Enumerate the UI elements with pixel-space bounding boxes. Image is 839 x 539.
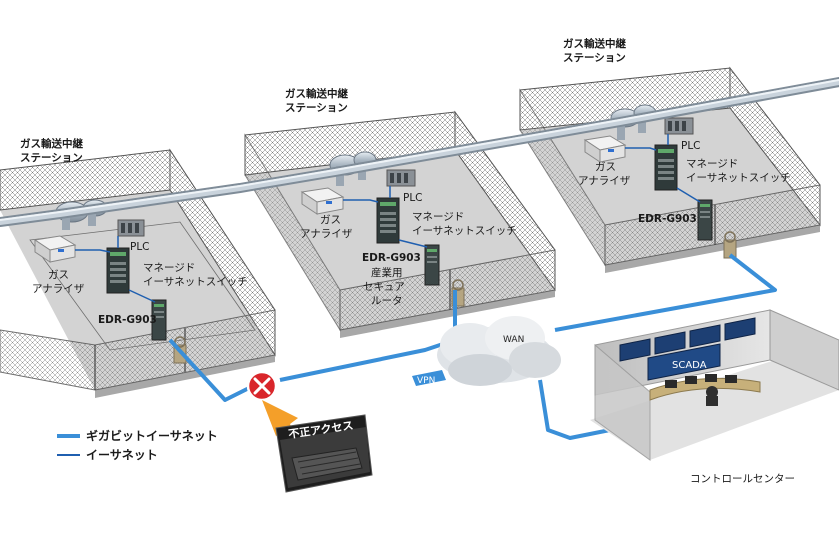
- control-center-left-wall: [594, 343, 651, 461]
- blocked-access-marker: [246, 370, 278, 402]
- wan-label: WAN: [503, 335, 524, 345]
- station-3-link-router: [676, 187, 701, 203]
- station-2-analyzer-line1: ガス: [320, 214, 341, 226]
- station-2-link-router: [398, 239, 428, 248]
- station-3-analyzer-line1: ガス: [595, 161, 616, 173]
- station-1-secure-router: [151, 299, 167, 341]
- station-2-router-line3: ルータ: [371, 295, 403, 307]
- station-1-link-analyzer: [75, 249, 111, 253]
- station-1-gas-analyzer: [33, 235, 77, 263]
- station-2-title-line2: ステーション: [285, 102, 348, 114]
- station-1-plc-label: PLC: [130, 241, 150, 253]
- legend-gigabit-label: ギガビットイーサネット: [86, 428, 218, 443]
- scada-screen-label: SCADA: [672, 360, 707, 371]
- station-2-managed-switch: [376, 197, 400, 244]
- vpn-badge: VPN: [412, 370, 446, 386]
- link-station3-to-wan: [554, 253, 777, 332]
- station-2-switch-line2: イーサネットスイッチ: [412, 225, 517, 237]
- station-1: ガス輸送中継 ステーション PLC ガス アナライザ マネージド イーサネットス…: [0, 137, 276, 398]
- station-3-analyzer-line2: アナライザ: [578, 175, 631, 187]
- station-2-link-analyzer: [343, 199, 379, 203]
- station-3-title-line2: ステーション: [563, 52, 626, 64]
- legend-ethernet-label: イーサネット: [86, 448, 158, 462]
- station-2-router-line1: 産業用: [371, 266, 403, 279]
- station-1-floor-edge: [95, 355, 275, 398]
- legend: ギガビットイーサネット イーサネット: [57, 428, 218, 462]
- station-2-fence-front: [339, 249, 556, 331]
- station-3-floor-edge: [605, 225, 820, 273]
- station-2-analyzer-line2: アナライザ: [300, 228, 353, 240]
- wan-cloud: WAN: [437, 316, 561, 386]
- control-center: SCADA コントロールセンター: [590, 309, 839, 485]
- station-2-plc: [386, 169, 416, 187]
- station-3-secure-router: [697, 199, 713, 241]
- station-1-analyzer-line2: アナライザ: [32, 283, 85, 295]
- station-2: ガス輸送中継 ステーション PLC ガス アナライザ マネージド イーサネットス…: [244, 87, 556, 338]
- station-3-managed-switch: [654, 144, 678, 191]
- vpn-label: VPN: [417, 376, 435, 386]
- control-center-floor: [590, 360, 839, 460]
- link-wan-to-control: [538, 379, 641, 440]
- control-center-right-wall: [769, 309, 839, 391]
- station-3-title-line1: ガス輸送中継: [563, 37, 626, 50]
- laptop-keyboard-icon: [291, 447, 363, 481]
- station-3-valve: [723, 231, 737, 259]
- station-3-plc: [664, 117, 694, 135]
- station-1-switch-line1: マネージド: [143, 262, 195, 274]
- station-2-plc-label: PLC: [403, 192, 423, 204]
- station-1-analyzer-line1: ガス: [48, 269, 69, 281]
- station-3-plc-label: PLC: [681, 140, 701, 152]
- station-3: ガス輸送中継 ステーション PLC ガス アナライザ マネージド イーサネットス…: [519, 37, 821, 273]
- control-center-label: コントロールセンター: [690, 473, 795, 485]
- unauthorized-access-card: 不正アクセス: [275, 414, 373, 493]
- station-1-managed-switch: [106, 247, 130, 294]
- station-2-secure-router: [424, 244, 440, 286]
- station-2-title-line1: ガス輸送中継: [285, 87, 348, 100]
- station-3-gas-analyzer: [583, 135, 627, 163]
- station-1-router-model: EDR-G903: [98, 314, 157, 326]
- station-2-router-model: EDR-G903: [362, 252, 421, 264]
- scada-wall-screens: SCADA: [619, 317, 756, 381]
- station-2-switch-line1: マネージド: [412, 211, 464, 223]
- station-3-switch-line2: イーサネットスイッチ: [686, 172, 791, 184]
- station-1-switch-line2: イーサネットスイッチ: [143, 276, 248, 288]
- station-1-link-router: [128, 289, 156, 303]
- station-1-plc: [117, 219, 145, 237]
- operator-desk: [649, 374, 761, 406]
- gas-pipeline: [0, 77, 839, 227]
- station-2-router-line2: セキュア: [363, 281, 405, 293]
- station-2-gas-analyzer: [300, 187, 345, 215]
- station-3-router-model: EDR-G903: [638, 213, 697, 225]
- link-station1-to-blocked: [168, 338, 256, 402]
- station-3-link-analyzer: [625, 147, 657, 151]
- station-3-switch-line1: マネージド: [686, 158, 738, 170]
- station-1-title-line1: ガス輸送中継: [20, 137, 83, 150]
- station-2-floor-edge: [340, 290, 555, 338]
- station-1-title-line2: ステーション: [20, 152, 83, 164]
